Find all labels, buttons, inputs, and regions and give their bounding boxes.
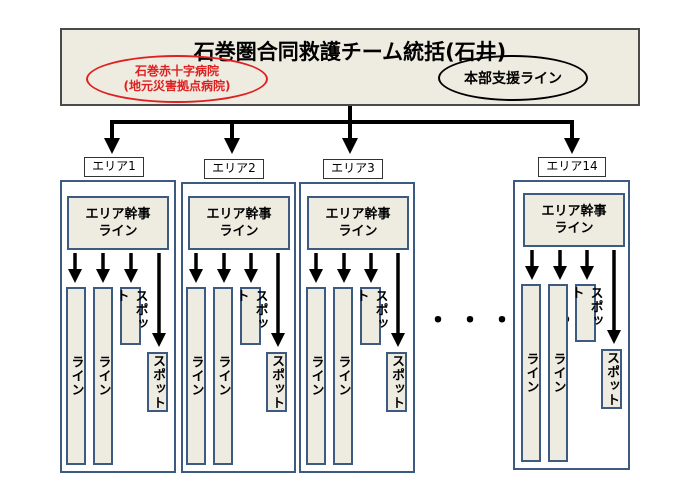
area-3-frame — [299, 182, 415, 473]
area-2-sub-arrows — [189, 253, 285, 347]
hospital-name: 石巻赤十字病院 — [134, 64, 219, 78]
headquarters-title: 石巻圏合同救護チーム統括(石井) — [193, 40, 507, 64]
spot-label: スポット — [389, 354, 404, 410]
support-line-ellipse: 本部支援ライン — [438, 55, 588, 101]
area-2-spot-2: スポット — [266, 352, 287, 412]
area-14-line-2: ライン — [548, 284, 568, 462]
manager-label: エリア幹事 — [206, 207, 272, 222]
support-line-label: 本部支援ライン — [464, 71, 562, 87]
line-label: ライン — [68, 355, 84, 397]
line-label: ライン — [215, 355, 231, 397]
manager-label: エリア幹事 — [541, 204, 607, 219]
area-14-spot-2: スポット — [601, 349, 622, 409]
area-3-line-1: ライン — [306, 287, 326, 465]
area-1-line-2: ライン — [93, 287, 113, 465]
line-label: ライン — [95, 355, 111, 397]
manager-line-label: ライン — [338, 224, 378, 239]
area-2-line-1: ライン — [186, 287, 206, 465]
spot-label: スポット — [604, 351, 619, 407]
hospital-role: (地元災害拠点病院) — [123, 79, 231, 93]
spot-label: スポット — [233, 289, 268, 331]
area-2-frame — [181, 182, 296, 473]
area-14-spot-1: スポット — [569, 284, 603, 342]
line-label: ライン — [523, 352, 539, 394]
area-14-label: エリア14 — [538, 157, 606, 177]
spot-label: スポット — [150, 354, 165, 410]
manager-line-label: ライン — [219, 224, 259, 239]
area-14-frame — [513, 180, 630, 470]
line-label: ライン — [335, 355, 351, 397]
area-1-sub-arrows — [68, 253, 166, 347]
spot-label: スポット — [568, 286, 603, 328]
line-label: ライン — [550, 352, 566, 394]
area-3-line-2: ライン — [333, 287, 353, 465]
area-3-label: エリア3 — [323, 159, 383, 179]
area-2-manager-box: エリア幹事 ライン — [188, 196, 290, 250]
area-3-sub-arrows — [309, 253, 405, 347]
manager-line-label: ライン — [554, 221, 594, 236]
area-1-manager-box: エリア幹事 ライン — [67, 196, 169, 250]
area-1-frame — [60, 180, 176, 473]
area-3-spot-2: スポット — [386, 352, 407, 412]
line-label: ライン — [308, 355, 324, 397]
area-1-spot-1: スポット — [114, 287, 148, 345]
spot-label: スポット — [113, 289, 148, 331]
area-2-label: エリア2 — [204, 159, 264, 179]
spot-label: スポット — [269, 354, 284, 410]
area-3-manager-box: エリア幹事 ライン — [307, 196, 409, 250]
area-2-line-2: ライン — [213, 287, 233, 465]
hospital-ellipse: 石巻赤十字病院 (地元災害拠点病院) — [86, 55, 268, 103]
spot-label: スポット — [353, 289, 388, 331]
line-label: ライン — [188, 355, 204, 397]
area-1-line-1: ライン — [66, 287, 86, 465]
area-3-spot-1: スポット — [354, 287, 388, 345]
area-14-manager-box: エリア幹事 ライン — [523, 193, 625, 247]
area-1-spot-2: スポット — [147, 352, 168, 412]
area-2-spot-1: スポット — [234, 287, 268, 345]
manager-label: エリア幹事 — [325, 207, 391, 222]
area-1-label: エリア1 — [84, 157, 144, 177]
area-14-sub-arrows — [525, 250, 621, 344]
manager-line-label: ライン — [98, 224, 138, 239]
area-14-line-1: ライン — [521, 284, 541, 462]
manager-label: エリア幹事 — [85, 207, 151, 222]
